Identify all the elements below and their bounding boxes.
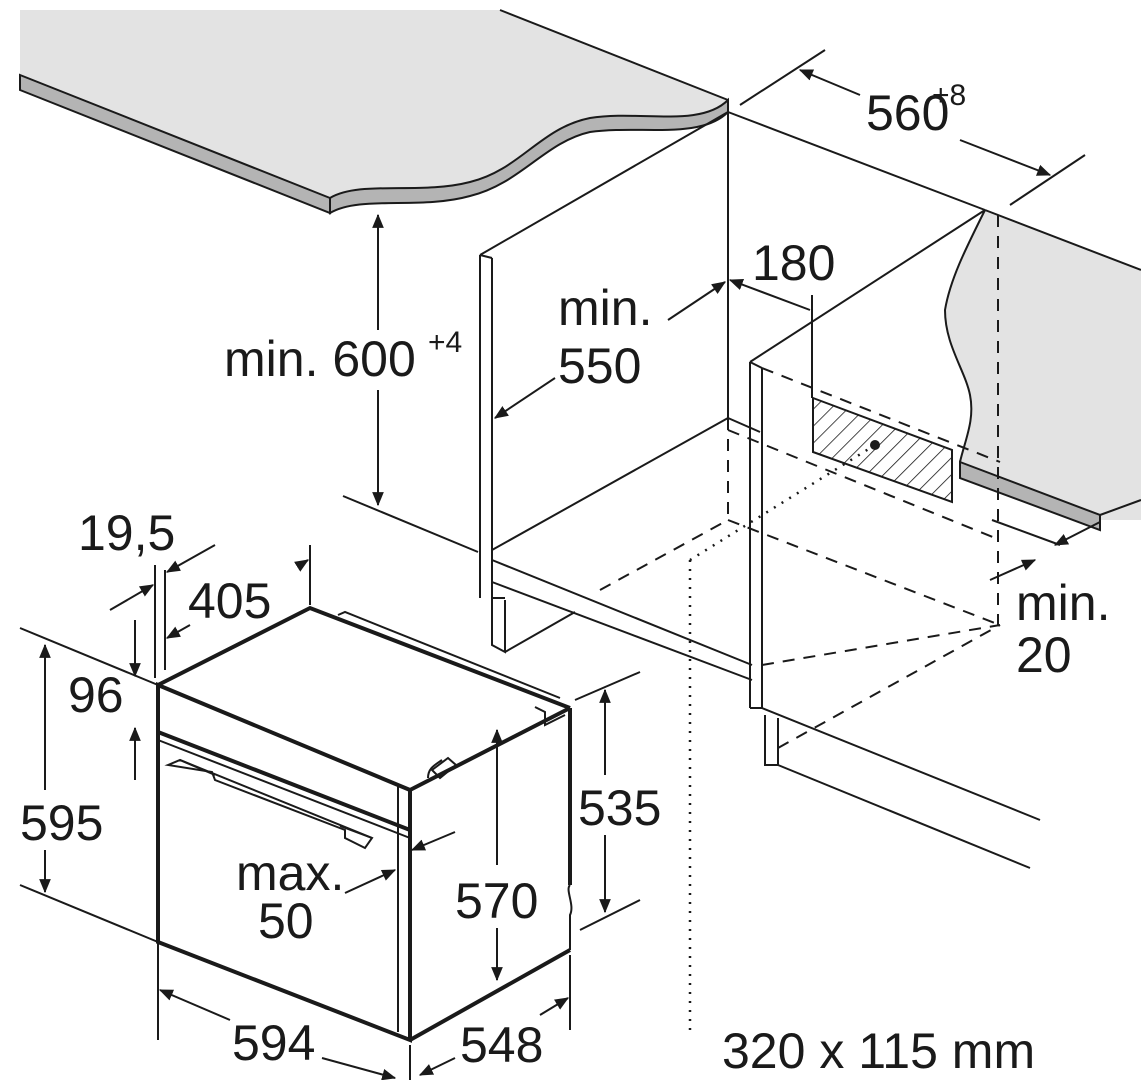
niche-height-label: min. 600 — [224, 331, 416, 387]
back-gap-label: 180 — [752, 235, 835, 291]
niche-width-tolerance: +8 — [932, 79, 966, 112]
dimension-lines — [19, 49, 1101, 1080]
countertop-right — [943, 209, 1141, 532]
countertop-left — [19, 9, 729, 215]
body-depth-label: 548 — [460, 1017, 543, 1073]
oven — [156, 605, 573, 1043]
min-depth-label-line2: 550 — [558, 338, 641, 394]
top-depth-label: 405 — [188, 573, 271, 629]
trim-thickness-label: 19,5 — [78, 505, 175, 561]
front-height-label: 595 — [20, 795, 103, 851]
niche-width-label: 560 — [866, 85, 949, 141]
panel-height-label: 96 — [68, 667, 124, 723]
cabinet-niche — [479, 111, 1041, 1030]
floor-gap-label-line1: min. — [1016, 575, 1110, 631]
body-height-inner-label: 570 — [455, 873, 538, 929]
handle-clearance-label-line2: 50 — [258, 893, 314, 949]
body-height-outer-label: 535 — [578, 780, 661, 836]
floor-gap-label-line2: 20 — [1016, 627, 1072, 683]
handle-clearance-label-line1: max. — [236, 845, 344, 901]
niche-height-tolerance: +4 — [428, 326, 462, 359]
vent-opening — [812, 396, 953, 504]
min-depth-label-line1: min. — [558, 280, 652, 336]
front-width-label: 594 — [232, 1015, 315, 1071]
vent-opening-label: 320 x 115 mm — [722, 1023, 1035, 1079]
